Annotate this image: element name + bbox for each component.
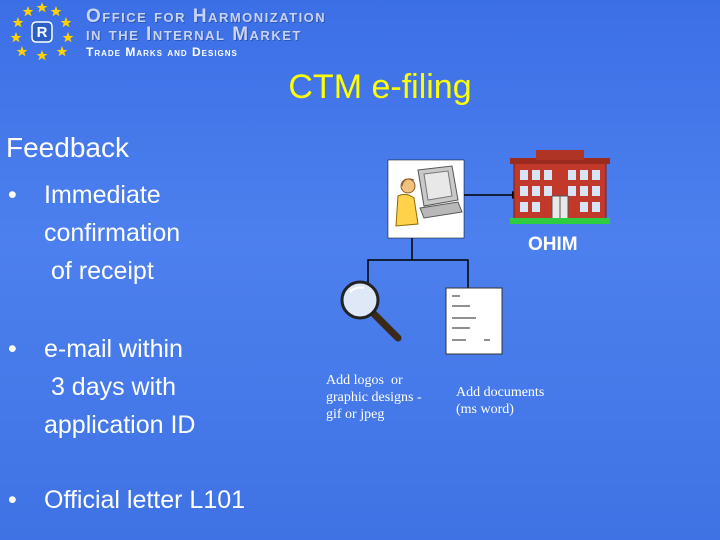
slide-title: CTM e-filing	[288, 68, 472, 106]
computer-user-icon	[387, 159, 465, 239]
slide-subtitle: Feedback	[6, 132, 129, 163]
org-name-line2: in the Internal Market	[86, 24, 302, 45]
magnifier-icon	[340, 280, 402, 342]
document-icon	[445, 287, 503, 355]
eu-stars-emblem-icon: R	[10, 2, 74, 61]
connector-lines	[367, 194, 512, 290]
header-logo: R Office for Harmonization in the Intern…	[0, 0, 720, 61]
bullet-marker: •	[8, 181, 17, 209]
emblem-letter: R	[37, 24, 48, 41]
bullet-text: Official letter L101	[44, 486, 246, 514]
bullet-marker: •	[8, 486, 17, 514]
org-name-line1: Office for Harmonization	[86, 6, 327, 27]
bullet-marker: •	[8, 335, 17, 363]
bullet-text: e-mail within 3 days with application ID	[44, 335, 196, 439]
logos-caption: Add logos or graphic designs - gif or jp…	[326, 373, 422, 422]
building-icon	[510, 150, 610, 224]
org-tagline: Trade Marks and Designs	[86, 45, 238, 59]
documents-caption: Add documents (ms word)	[456, 385, 545, 417]
office-label: OHIM	[528, 234, 578, 255]
bullet-text: Immediate confirmation of receipt	[44, 181, 181, 285]
